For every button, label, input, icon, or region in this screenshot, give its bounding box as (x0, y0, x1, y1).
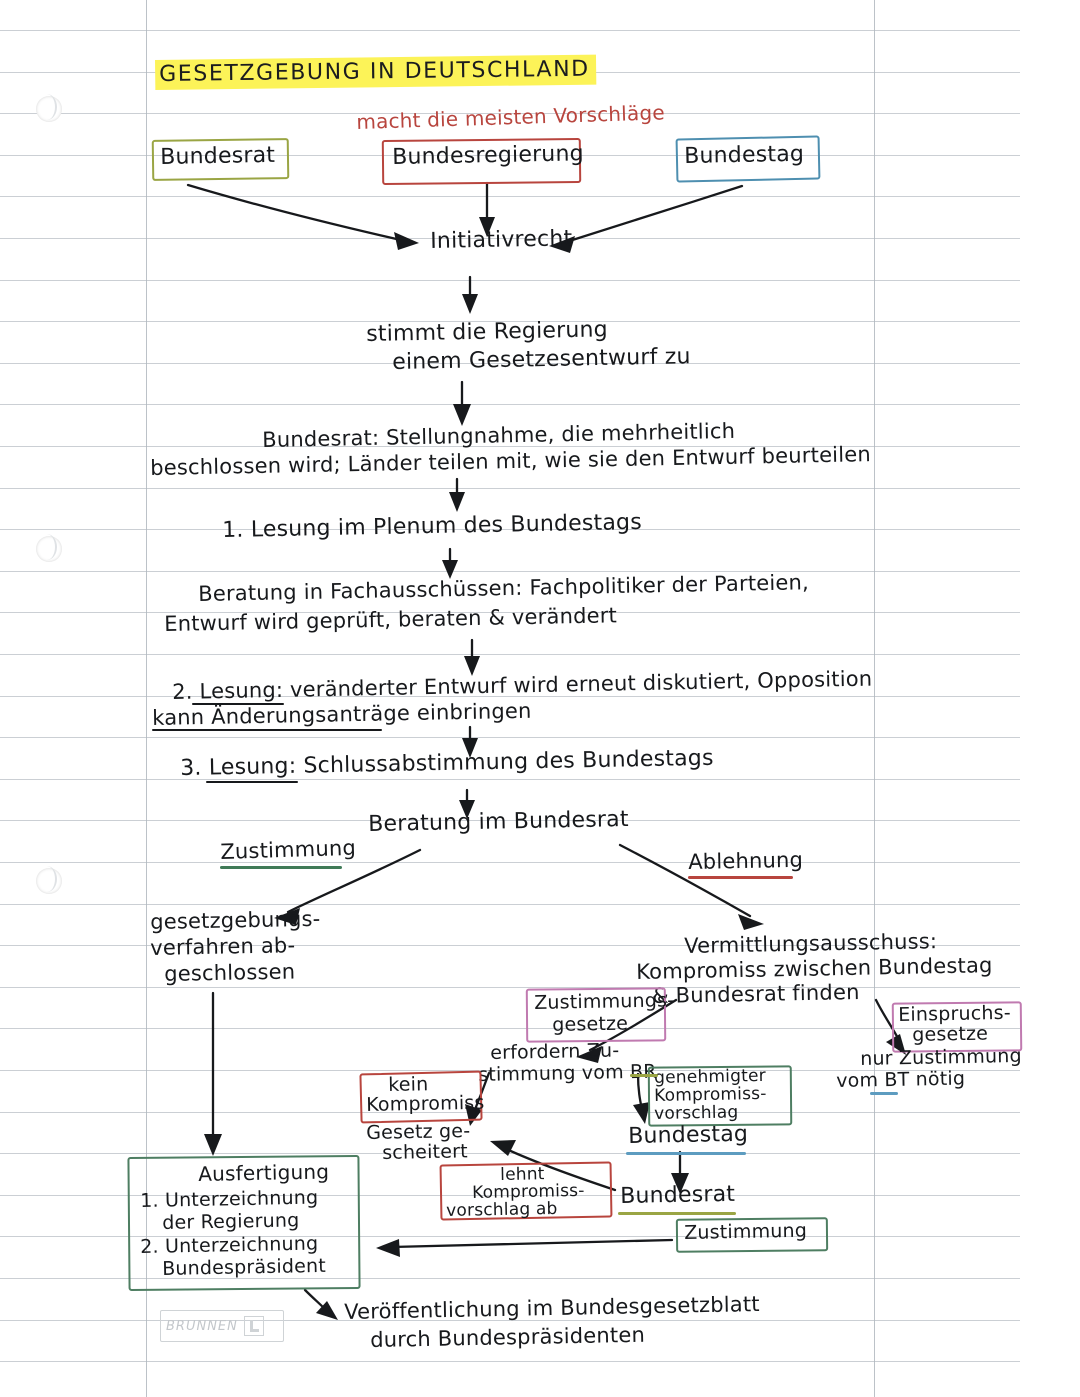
underline-genehmigter-tick (630, 1074, 658, 1077)
paper-rule-line (0, 280, 1020, 281)
node-zustimmung-regierung-line1: stimmt die Regierung (366, 317, 609, 347)
paper-rule-line (0, 155, 1020, 156)
paper-rule-line (0, 1236, 1020, 1237)
brunnen-mark-icon (243, 1316, 264, 1336)
node-ausfertigung-title: Ausfertigung (198, 1159, 330, 1186)
punch-hole (36, 534, 62, 562)
underline-bundesrat-bottom (618, 1212, 736, 1215)
brunnen-logo: BRUNNEN (160, 1310, 284, 1342)
paper-rule-line (0, 196, 1020, 197)
label-zustimmung-branch: Zustimmung (220, 835, 357, 864)
node-bundesrat-bottom: Bundesrat (620, 1181, 736, 1209)
paper-rule-line (0, 1320, 1020, 1321)
paper-rule-line (0, 1361, 1020, 1362)
node-gesetz-gescheitert-line2: scheitert (382, 1140, 468, 1164)
node-zustimmung-regierung-line2: einem Gesetzesentwurf zu (392, 344, 691, 375)
underline-ablehnung-branch (688, 876, 793, 879)
brunnen-wordmark: BRUNNEN (166, 1318, 238, 1334)
paper-rule-line (0, 404, 1020, 405)
underline-bt (870, 1092, 898, 1095)
node-vermittlungsausschuss-line3: & Bundesrat finden (652, 980, 860, 1008)
paper-rule-line (0, 1278, 1020, 1279)
paper-rule-line (0, 1112, 1020, 1113)
paper-rule-line (0, 1070, 1020, 1071)
node-bundestag-bottom: Bundestag (628, 1121, 749, 1149)
label-ablehnung-branch: Ablehnung (688, 847, 804, 874)
underline-aenderungsantraege (152, 729, 382, 731)
paper-rule-line (0, 945, 1020, 946)
note-einspruchsgesetze-line2: vom BT nötig (836, 1067, 966, 1092)
paper-rule-line (0, 321, 1020, 322)
paper-rule-line (0, 363, 1020, 364)
underline-lesung3 (206, 781, 298, 783)
node-kein-kompromiss-line2: Kompromiss (366, 1091, 485, 1116)
underline-bundestag-bottom (626, 1152, 746, 1155)
paper-rule-line (0, 904, 1020, 905)
paper-rule-line (0, 1028, 1020, 1029)
node-verfahren-abgeschlossen-line1: gesetzgebungs- (150, 906, 321, 934)
paper-rule-line (0, 820, 1020, 821)
paper-rule-line (0, 113, 1020, 114)
punch-hole (36, 94, 62, 122)
paper-rule-line (0, 862, 1020, 863)
node-initiativrecht[interactable]: Initiativrecht (430, 226, 573, 254)
underline-zustimmung-branch (220, 866, 342, 869)
node-bundestag-top[interactable]: Bundestag (684, 141, 805, 169)
paper-rule-line (0, 654, 1020, 655)
node-veroeffentlichung-line2: durch Bundespräsidenten (370, 1322, 646, 1352)
paper-rule-line (0, 987, 1020, 988)
paper-rule-line (0, 446, 1020, 447)
node-bundesregierung[interactable]: Bundesregierung (392, 141, 584, 170)
node-verfahren-abgeschlossen-line2: verfahren ab- (150, 933, 296, 960)
node-lehnt-ab-line3: vorschlag ab (446, 1198, 558, 1221)
node-ausfertigung-1b: der Regierung (162, 1209, 300, 1234)
node-einspruchsgesetze-line2: gesetze (912, 1022, 989, 1046)
paper-rule-line (0, 1153, 1020, 1154)
paper-edge-gap (1027, 0, 1080, 1397)
node-beratung-bundesrat: Beratung im Bundesrat (368, 806, 629, 837)
punch-hole (36, 866, 62, 894)
left-margin-rule (146, 0, 147, 1397)
page-title: GESETZGEBUNG IN DEUTSCHLAND (155, 54, 596, 90)
paper-rule-line (0, 488, 1020, 489)
paper-rule-line (0, 238, 1020, 239)
paper-rule-line (0, 30, 1020, 31)
paper-rule-line (0, 529, 1020, 530)
paper-rule-line (0, 696, 1020, 697)
node-zustimmung-bottom: Zustimmung (684, 1219, 808, 1244)
node-zustimmungsgesetze-line1: Zustimmungs- (534, 989, 675, 1014)
node-ausfertigung-2b: Bundespräsident (162, 1254, 327, 1280)
paper-rule-line (0, 779, 1020, 780)
node-bundesrat-top[interactable]: Bundesrat (160, 142, 276, 170)
paper-rule-line (0, 612, 1020, 613)
right-margin-rule (874, 0, 875, 1397)
underline-lesung2 (192, 703, 284, 705)
paper-rule-line (0, 571, 1020, 572)
paper-rule-line (0, 1195, 1020, 1196)
node-verfahren-abgeschlossen-line3: geschlossen (164, 959, 296, 986)
node-zustimmungsgesetze-line2: gesetze (552, 1012, 629, 1036)
paper-rule-line (0, 737, 1020, 738)
